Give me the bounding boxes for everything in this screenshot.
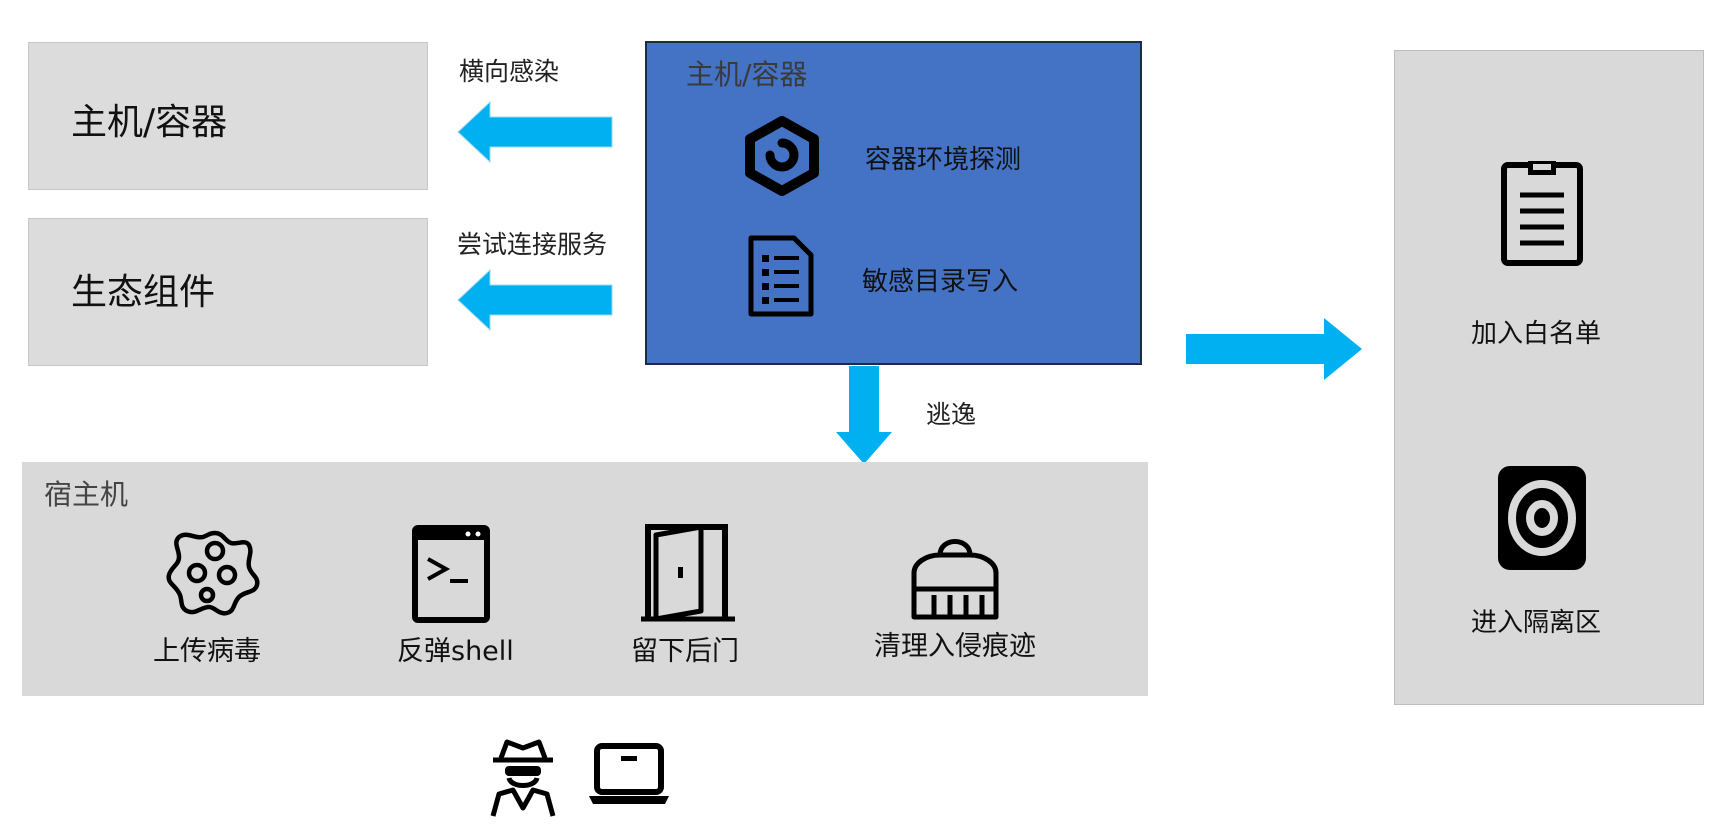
eco-component-box: 生态组件 — [28, 218, 428, 366]
escape-label: 逃逸 — [926, 400, 977, 429]
response-item-label: 进入隔离区 — [1471, 608, 1602, 638]
lateral-infection-label: 横向感染 — [459, 57, 560, 86]
laptop-icon — [589, 743, 669, 804]
response-arrow-icon — [1186, 318, 1362, 380]
host-container-box: 主机/容器 — [28, 42, 428, 190]
escape-arrow-icon — [836, 366, 892, 464]
clipboard-icon — [1501, 161, 1583, 266]
connect-service-label: 尝试连接服务 — [457, 230, 608, 259]
host-container-label: 主机/容器 — [71, 102, 228, 143]
host-machine-title: 宿主机 — [44, 478, 129, 511]
lateral-arrow-icon — [457, 100, 613, 164]
compromised-container-box: 主机/容器 容器环境探测 敏感目录写入 — [645, 41, 1142, 365]
compromised-title: 主机/容器 — [686, 58, 808, 91]
compromised-item-label: 容器环境探测 — [865, 145, 1022, 175]
document-list-icon — [748, 235, 814, 317]
host-item-label: 反弹shell — [397, 636, 514, 667]
isolation-icon — [1498, 466, 1586, 570]
compromised-item-label: 敏感目录写入 — [862, 267, 1019, 297]
broom-icon — [911, 539, 999, 620]
virus-icon — [166, 530, 260, 616]
host-item-label: 上传病毒 — [153, 636, 261, 667]
response-panel: 加入白名单 进入隔离区 — [1394, 50, 1704, 705]
host-item-label: 清理入侵痕迹 — [874, 631, 1036, 662]
spy-icon — [490, 739, 556, 817]
door-icon — [641, 524, 735, 622]
hex-logo-icon — [745, 116, 819, 196]
eco-component-label: 生态组件 — [71, 272, 216, 313]
host-machine-panel: 宿主机 上传病毒 反弹shell 留下后门 清理入侵痕 — [22, 462, 1148, 696]
terminal-icon — [412, 525, 490, 623]
connect-arrow-icon — [457, 268, 613, 332]
host-item-label: 留下后门 — [631, 636, 739, 667]
response-item-label: 加入白名单 — [1471, 319, 1602, 349]
